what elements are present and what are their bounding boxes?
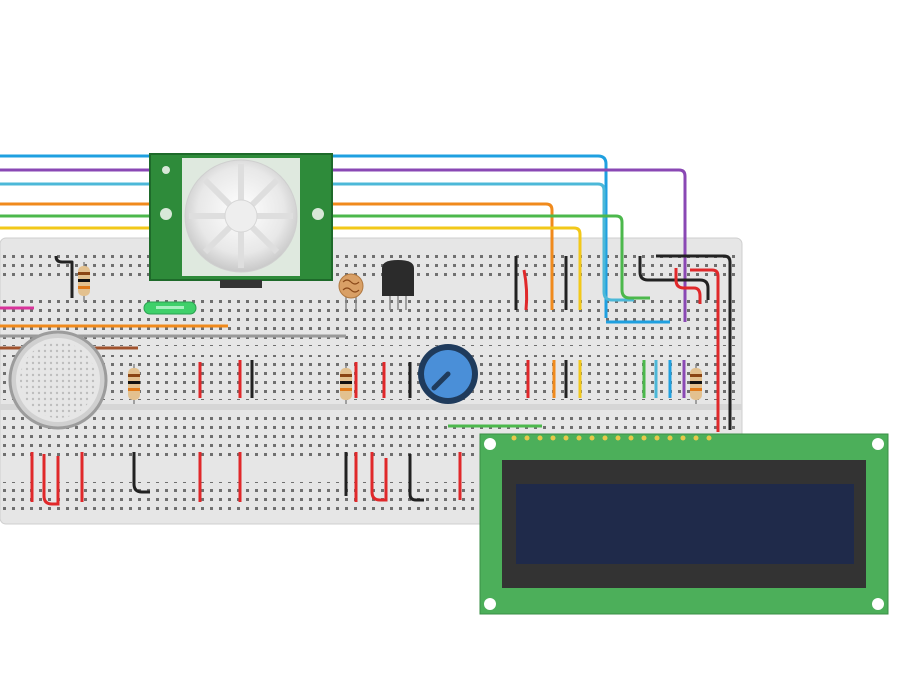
red-jumper (370, 452, 388, 502)
black-power-wire-2 (656, 254, 732, 430)
lcd-pins (511, 435, 712, 441)
pir-motion-sensor (149, 153, 333, 288)
red-power-wire-2 (690, 268, 720, 432)
resistors (78, 262, 702, 404)
center-channel (0, 404, 742, 410)
resistor (340, 364, 352, 404)
potentiometer (418, 344, 478, 404)
black-power-wire (638, 256, 710, 300)
resistor (128, 364, 140, 404)
purple-wire (0, 168, 687, 322)
red-power-wire (674, 268, 702, 304)
power-wires (54, 254, 732, 432)
resistor (690, 364, 702, 404)
red-jumper (42, 454, 60, 506)
black-left-jumper (54, 255, 74, 298)
gas-sensor (8, 330, 108, 430)
signal-wires (0, 154, 687, 322)
green-led (143, 301, 197, 315)
orange-wire (0, 202, 554, 310)
top-power-rail (0, 250, 736, 278)
vertical-jumpers (30, 360, 686, 506)
upper-terminal-strip-2 (0, 355, 736, 400)
lcd-16x2 (479, 433, 889, 615)
blue-wire (0, 154, 608, 318)
black-jumper (132, 452, 150, 494)
green-wire (0, 214, 650, 300)
black-jumper (408, 454, 424, 502)
red-rail-jumper (522, 269, 529, 311)
cyan-wire (0, 182, 634, 302)
resistor (78, 262, 90, 302)
photoresistor (338, 273, 364, 310)
breadboard-jumpers (0, 306, 670, 428)
yellow-wire (0, 226, 582, 310)
temperature-sensor (382, 260, 414, 310)
